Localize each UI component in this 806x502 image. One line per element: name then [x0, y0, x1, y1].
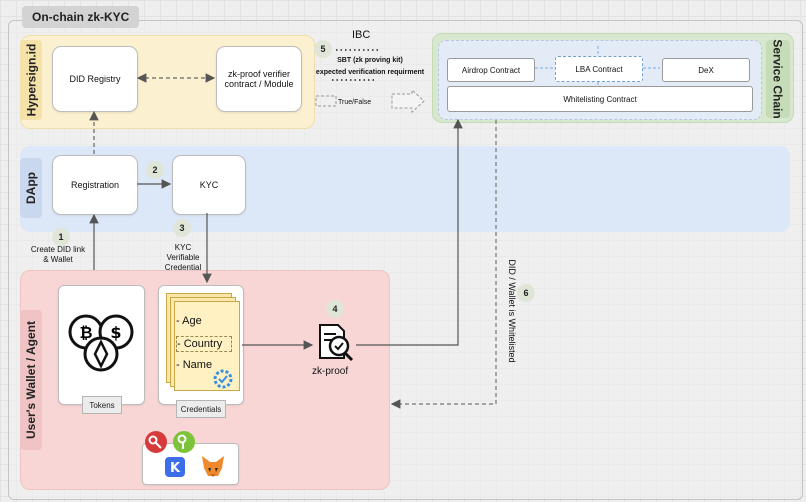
did-registry-box: DID Registry — [52, 46, 138, 112]
wallet-lane-label: User's Wallet / Agent — [20, 310, 42, 450]
zkproof-label: zk-proof — [312, 366, 349, 377]
metamask-fox-icon — [202, 456, 224, 477]
sbt-label: SBT (zk proving kit) — [337, 57, 403, 64]
svg-text:₿: ₿ — [79, 323, 92, 342]
verifier-box: zk-proof verifier contract / Module — [216, 46, 302, 112]
credentials-caption: Credentials — [176, 400, 226, 418]
dex-box: DeX — [662, 58, 750, 82]
step-1-badge: 1 — [52, 228, 70, 246]
airdrop-contract-box: Airdrop Contract — [447, 58, 535, 82]
attr-age: - Age — [176, 315, 202, 327]
create-did-label: Create DID link & Wallet — [30, 245, 86, 264]
attr-country: - Country — [176, 336, 232, 352]
dapp-lane-label: DApp — [20, 158, 42, 218]
step-2-badge: 2 — [146, 161, 164, 179]
zkproof-document-icon — [319, 324, 354, 362]
ibc-title: IBC — [352, 29, 371, 41]
expected-label: expected verification requirment — [315, 69, 425, 76]
step-6-badge: 6 — [517, 284, 535, 302]
keplr-logo-icon: K — [165, 457, 185, 477]
whitelisting-contract-box: Whitelisting Contract — [447, 86, 753, 112]
svg-text:$: $ — [110, 323, 121, 342]
dapp-band — [20, 146, 790, 232]
verified-gear-icon — [213, 369, 233, 389]
green-key-icon — [173, 431, 195, 453]
lba-contract-box: LBA Contract — [555, 56, 643, 82]
kyc-box: KYC — [172, 155, 246, 215]
hypersign-lane-label: Hypersign.id — [20, 40, 42, 120]
red-key-icon — [145, 431, 167, 453]
kyc-vc-label: KYC Verifiable Credential — [164, 243, 202, 272]
token-coins-icon: ₿ $ — [68, 314, 134, 372]
step-3-badge: 3 — [173, 219, 191, 237]
attr-name: - Name — [176, 359, 213, 371]
svg-text:K: K — [170, 461, 181, 476]
step-4-badge: 4 — [326, 300, 344, 318]
service-chain-lane-label: Service Chain — [766, 39, 790, 119]
registration-box: Registration — [52, 155, 138, 215]
true-false-label: True/False — [338, 99, 372, 106]
diagram-title: On-chain zk-KYC — [22, 6, 140, 28]
tokens-caption: Tokens — [82, 396, 122, 414]
step-5-badge: 5 — [314, 40, 332, 58]
